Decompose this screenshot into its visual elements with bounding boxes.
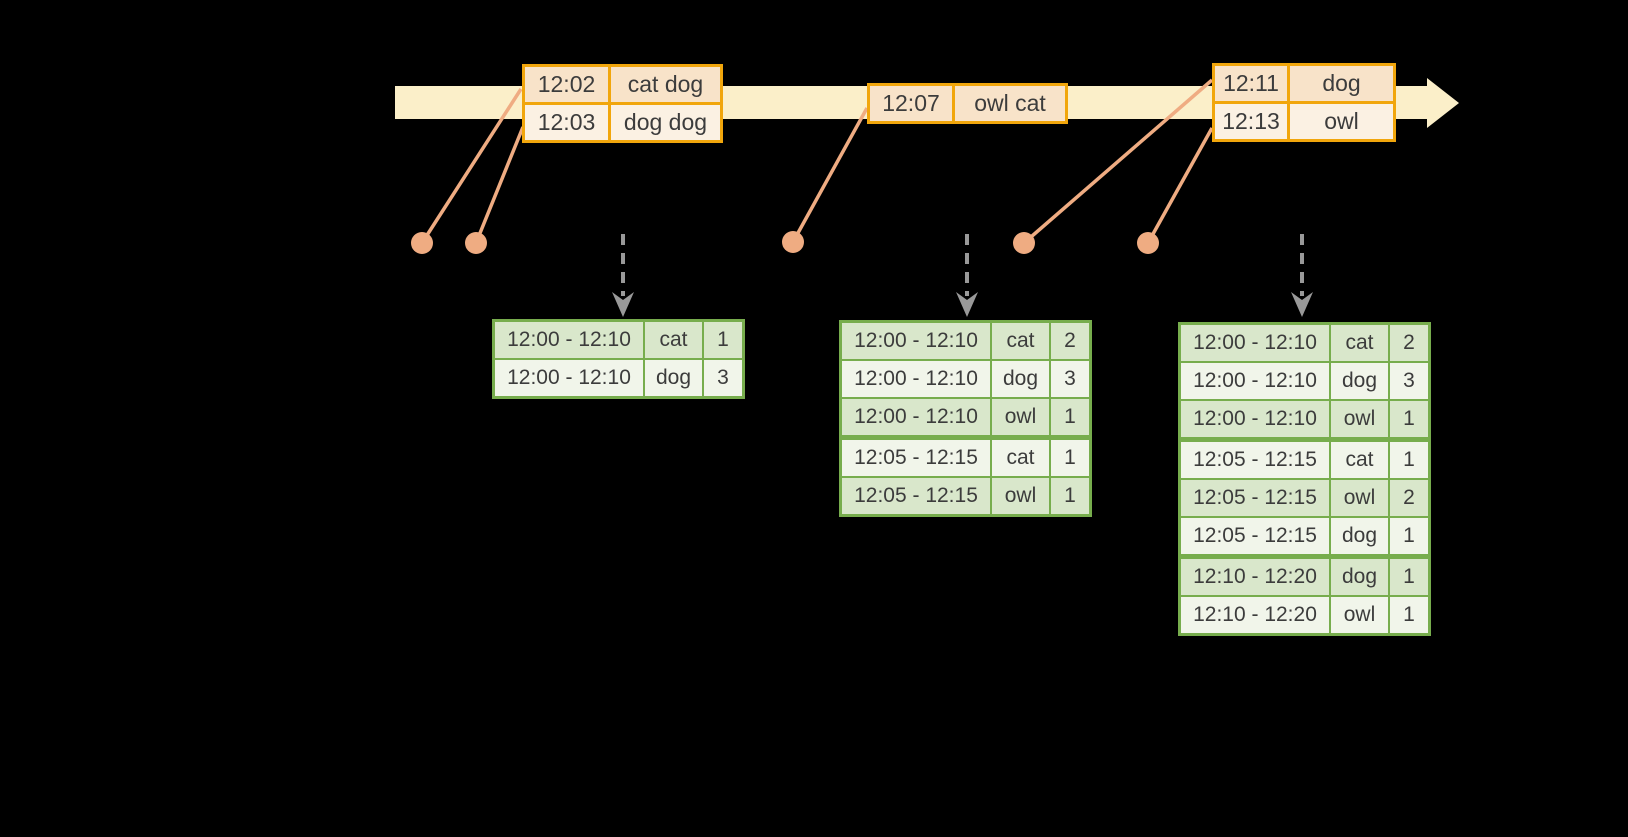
count-cell: 2 [1049,323,1089,359]
event-words-cell: owl cat [952,86,1065,121]
word-cell: dog [643,360,702,396]
window-cell: 12:05 - 12:15 [1181,480,1329,516]
word-cell: cat [990,440,1049,476]
window-cell: 12:00 - 12:10 [1181,401,1329,437]
event-words-cell: dog dog [608,105,720,140]
count-cell: 2 [1388,480,1428,516]
word-cell: cat [1329,442,1388,478]
count-cell: 3 [1388,363,1428,399]
word-cell: dog [1329,518,1388,554]
connector-line [474,126,525,244]
event-dot [1137,232,1159,254]
word-cell: cat [1329,325,1388,361]
window-cell: 12:00 - 12:10 [1181,325,1329,361]
event-time-cell: 12:02 [525,67,608,102]
event-dot [411,232,433,254]
event-dot [782,231,804,253]
window-cell: 12:10 - 12:20 [1181,597,1329,633]
window-cell: 12:05 - 12:15 [1181,518,1329,554]
window-cell: 12:05 - 12:15 [1181,442,1329,478]
word-cell: cat [643,322,702,358]
connector-line [1022,78,1214,245]
count-cell: 1 [1049,478,1089,514]
word-cell: owl [990,399,1049,435]
count-cell: 1 [1388,518,1428,554]
event-time-cell: 12:07 [870,86,952,121]
count-cell: 1 [1388,401,1428,437]
word-cell: owl [1329,480,1388,516]
window-cell: 12:00 - 12:10 [842,323,990,359]
event-time-cell: 12:03 [525,105,608,140]
count-cell: 1 [1388,442,1428,478]
word-cell: dog [990,361,1049,397]
connector-line [1146,127,1214,244]
word-cell: cat [990,323,1049,359]
down-arrow-icon [956,234,978,317]
event-time-cell: 12:11 [1215,66,1287,101]
event-time-cell: 12:13 [1215,104,1287,139]
event-words-cell: owl [1287,104,1393,139]
window-cell: 12:05 - 12:15 [842,478,990,514]
window-cell: 12:00 - 12:10 [842,361,990,397]
down-arrow-icon [1291,234,1313,317]
count-cell: 2 [1388,325,1428,361]
count-cell: 1 [1388,559,1428,595]
event-words-cell: cat dog [608,67,720,102]
window-cell: 12:00 - 12:10 [495,322,643,358]
window-cell: 12:00 - 12:10 [1181,363,1329,399]
word-cell: owl [1329,401,1388,437]
down-arrow-icon [612,234,634,317]
window-cell: 12:00 - 12:10 [495,360,643,396]
word-cell: dog [1329,559,1388,595]
connector-line [420,88,523,244]
count-cell: 1 [1049,399,1089,435]
event-words-cell: dog [1287,66,1393,101]
word-cell: dog [1329,363,1388,399]
event-dot [1013,232,1035,254]
connector-line [791,107,869,243]
window-cell: 12:10 - 12:20 [1181,559,1329,595]
word-cell: owl [990,478,1049,514]
word-cell: owl [1329,597,1388,633]
window-cell: 12:00 - 12:10 [842,399,990,435]
window-cell: 12:05 - 12:15 [842,440,990,476]
count-cell: 1 [702,322,742,358]
count-cell: 1 [1049,440,1089,476]
count-cell: 1 [1388,597,1428,633]
count-cell: 3 [1049,361,1089,397]
count-cell: 3 [702,360,742,396]
event-dot [465,232,487,254]
